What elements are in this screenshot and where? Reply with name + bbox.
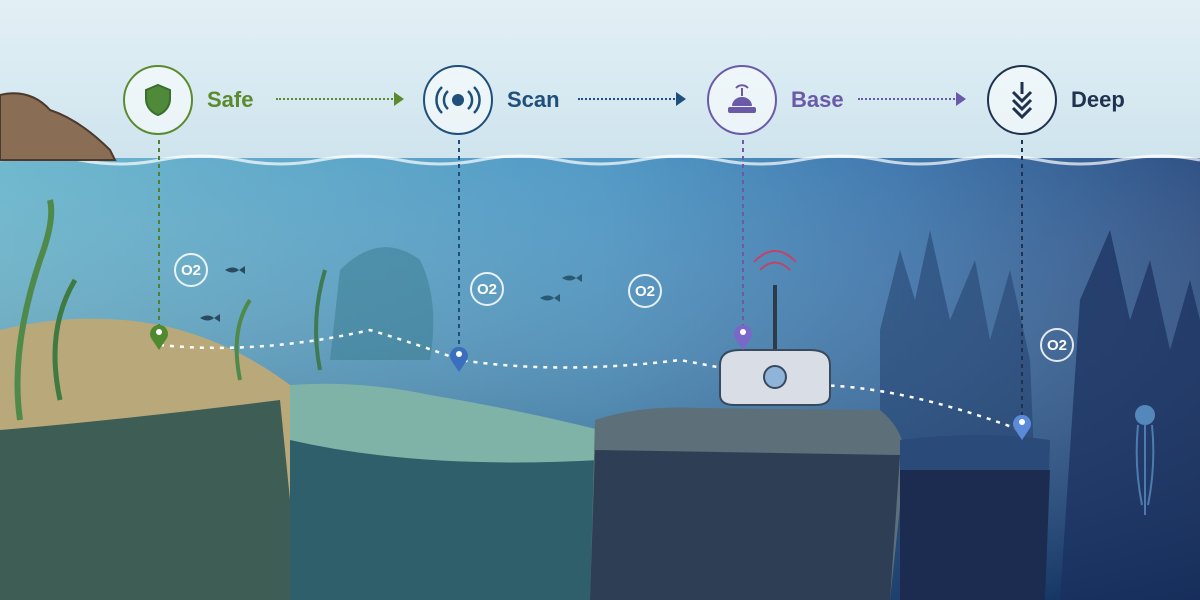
stage-base-badge — [707, 65, 777, 135]
stage-safe-badge — [123, 65, 193, 135]
oxygen-bubble: O2 — [470, 272, 504, 306]
research-base — [719, 250, 831, 406]
stage-base-label: Base — [791, 87, 844, 112]
sonar-icon — [435, 86, 481, 114]
pin-safe — [150, 324, 169, 350]
pin-deep — [1013, 414, 1031, 440]
arrow-scan-to-base — [578, 92, 686, 106]
pin-scan — [450, 346, 468, 372]
oxygen-bubble: O2 — [628, 274, 662, 308]
stage-deep-label: Deep — [1071, 87, 1125, 112]
stage-safe[interactable]: Safe — [123, 60, 253, 140]
base-station-icon — [728, 84, 756, 113]
stage-safe-label: Safe — [207, 87, 254, 112]
oxygen-bubble: O2 — [1040, 328, 1074, 362]
double-chevron-down-icon — [1011, 82, 1033, 120]
arrow-base-to-deep — [858, 92, 966, 106]
stage-scan-label: Scan — [507, 87, 560, 112]
stage-base[interactable]: Base — [707, 60, 844, 140]
stage-scan-badge — [423, 65, 493, 135]
stage-deep[interactable]: Deep — [987, 60, 1125, 140]
shield-icon — [145, 83, 171, 117]
pin-base — [734, 324, 752, 350]
arrow-safe-to-scan — [276, 92, 404, 106]
oxygen-bubble: O2 — [174, 253, 208, 287]
stage-scan[interactable]: Scan — [423, 60, 560, 140]
stage-deep-badge — [987, 65, 1057, 135]
